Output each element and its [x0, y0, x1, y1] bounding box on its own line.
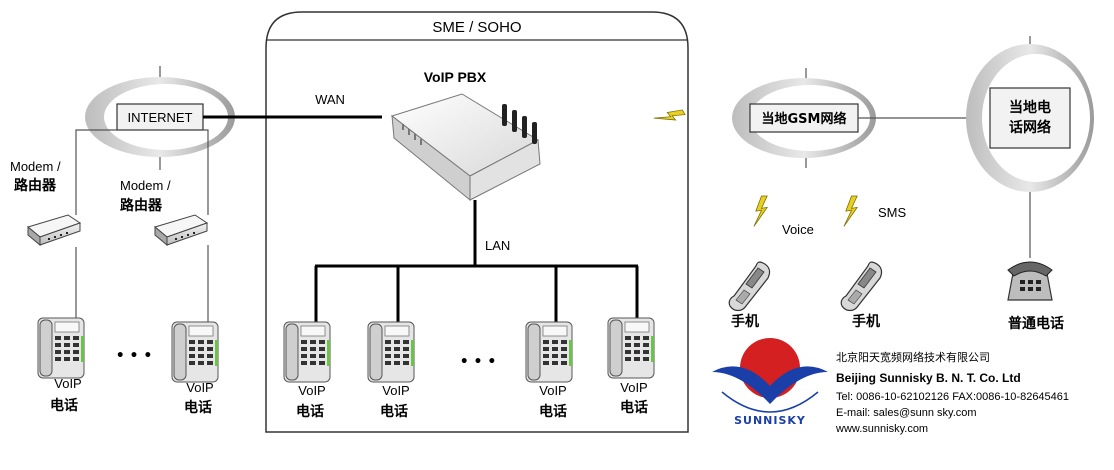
sms-label: SMS: [878, 205, 907, 220]
pbx-antennas: [502, 104, 537, 144]
router-1: Modem / 路由器: [10, 159, 81, 246]
router-2: Modem / 路由器: [120, 178, 208, 246]
zone-title: SME / SOHO: [432, 19, 521, 36]
svg-text:话网络: 话网络: [1009, 119, 1051, 136]
mobile-phone-1: 手机: [728, 261, 771, 330]
voip-pbx-device: VoIP PBX: [390, 69, 541, 202]
voip-phone-remote-1: VoIP 电话: [37, 317, 85, 414]
svg-text:Beijing Sunnisky B. N. T. Co.: Beijing Sunnisky B. N. T. Co. Ltd: [836, 371, 1021, 385]
svg-text:电话: 电话: [620, 399, 648, 416]
svg-text:手机: 手机: [731, 313, 759, 330]
sme-soho-zone: [265, 11, 689, 433]
svg-text:路由器: 路由器: [14, 177, 57, 194]
sunnisky-logo: SUNNISKY: [712, 338, 828, 427]
svg-text:VoIP: VoIP: [298, 383, 325, 398]
svg-text:手机: 手机: [852, 313, 880, 330]
ellipsis-lan: • • •: [460, 354, 497, 370]
svg-text:电话: 电话: [50, 397, 78, 414]
pbx-label: VoIP PBX: [424, 69, 487, 85]
svg-text:VoIP: VoIP: [539, 383, 566, 398]
svg-text:电话: 电话: [184, 399, 212, 416]
landline-phone: 普通电话: [1007, 261, 1064, 332]
svg-text:Tel: 0086-10-62102126 FAX:00: Tel: 0086-10-62102126 FAX:0086-10-826454…: [836, 391, 1069, 403]
lan-label: LAN: [485, 238, 510, 253]
voice-label: Voice: [782, 222, 814, 237]
gsm-label: 当地GSM网络: [762, 111, 847, 127]
sms-bolt: [843, 195, 858, 227]
svg-text:Modem /: Modem /: [120, 178, 171, 193]
svg-text:www.sunnisky.com: www.sunnisky.com: [835, 423, 928, 435]
svg-text:电话: 电话: [380, 403, 408, 420]
svg-text:当地电: 当地电: [1009, 99, 1051, 116]
svg-text:电话: 电话: [296, 403, 324, 420]
gsm-network-cloud: 当地GSM网络: [732, 68, 876, 168]
svg-text:路由器: 路由器: [120, 197, 163, 214]
internet-cloud: INTERNET: [85, 66, 235, 170]
svg-text:VoIP: VoIP: [382, 383, 409, 398]
svg-text:VoIP: VoIP: [620, 380, 647, 395]
svg-text:E-mail: sales@sunn sky.com: E-mail: sales@sunn sky.com: [836, 407, 977, 419]
svg-text:北京阳天宽频网络技术有限公司: 北京阳天宽频网络技术有限公司: [836, 350, 990, 364]
pstn-network-cloud: 当地电 话网络: [966, 36, 1094, 192]
svg-text:电话: 电话: [539, 403, 567, 420]
voice-bolt: [753, 195, 768, 227]
voip-phone-lan-1: VoIP 电话: [283, 321, 331, 420]
voip-phone-lan-3: VoIP 电话: [525, 321, 573, 420]
svg-text:SUNNISKY: SUNNISKY: [734, 414, 806, 427]
mobile-phone-2: 手机: [840, 261, 883, 330]
ellipsis-remote: • • •: [116, 348, 153, 364]
voip-phone-lan-2: VoIP 电话: [367, 321, 415, 420]
company-info: 北京阳天宽频网络技术有限公司 Beijing Sunnisky B. N. T.…: [835, 350, 1069, 435]
svg-text:普通电话: 普通电话: [1008, 315, 1064, 332]
voip-phone-remote-2: VoIP 电话: [171, 321, 219, 416]
gsm-wireless-bolt: [653, 103, 686, 130]
svg-text:Modem /: Modem /: [10, 159, 61, 174]
voip-phone-lan-4: VoIP 电话: [607, 317, 655, 416]
internet-label: INTERNET: [128, 110, 193, 125]
wan-label: WAN: [315, 92, 345, 107]
svg-text:VoIP: VoIP: [186, 380, 213, 395]
svg-text:VoIP: VoIP: [54, 376, 81, 391]
